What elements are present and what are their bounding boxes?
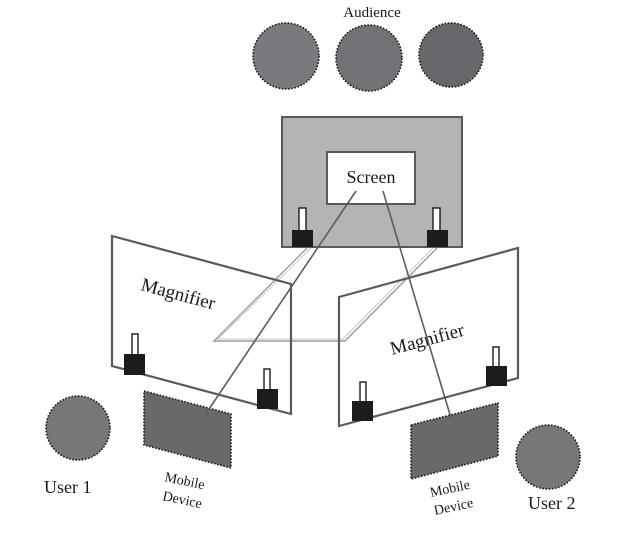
user-1: User 1 [44,395,111,497]
user-2-avatar [515,424,581,490]
camera-body [257,389,278,409]
user-2-label: User 2 [528,493,576,513]
screen-display [326,151,416,205]
magnifier-left-label: Magnifier [139,275,218,315]
screen-camera-right [427,207,448,247]
camera-antenna [432,207,441,232]
magnifier-right-camera-2 [486,346,507,386]
screen-frame: Screen [281,116,463,248]
audience-member-1 [252,22,320,90]
user-2: User 2 [515,424,581,513]
mobile-device-left: Mobile Device [143,389,232,512]
magnifier-left-camera-2 [257,368,278,409]
camera-body [352,401,373,421]
camera-body [486,366,507,386]
camera-body [427,230,448,247]
audience-member-2 [335,24,403,92]
user-1-avatar [45,395,111,461]
camera-antenna [263,368,271,391]
magnifier-left-camera-1 [124,333,145,375]
beam-left [212,247,438,342]
mobile-device-left-body [143,389,232,470]
magnifier-right-camera-1 [352,381,373,421]
mobile-device-left-label-2: Device [161,489,203,512]
camera-body [124,354,145,375]
mobile-device-right: Mobile Device [410,401,499,519]
magnifier-right: Magnifier [337,246,520,428]
audience-member-3 [418,22,484,88]
magnifier-left: Magnifier [110,234,293,416]
camera-antenna [131,333,139,356]
magnifier-right-panel [337,246,520,428]
camera-beams [212,247,438,342]
camera-body [292,230,313,247]
magnifier-left-panel [110,234,293,416]
mobile-device-right-body [410,401,499,481]
user-1-label: User 1 [44,477,92,497]
audience-group: Audience [252,5,484,92]
ray-screen-to-left-device [204,190,357,416]
ray-screen-to-right-device [382,190,452,419]
camera-antenna [298,207,307,232]
camera-antenna [492,346,500,369]
beam-left-inner [216,247,434,340]
camera-antenna [359,381,367,404]
view-rays [204,190,452,419]
screen-camera-left [292,207,313,247]
mobile-device-right-label-2: Device [433,496,475,519]
audience-label: Audience [343,5,401,21]
screen-label: Screen [347,167,396,187]
